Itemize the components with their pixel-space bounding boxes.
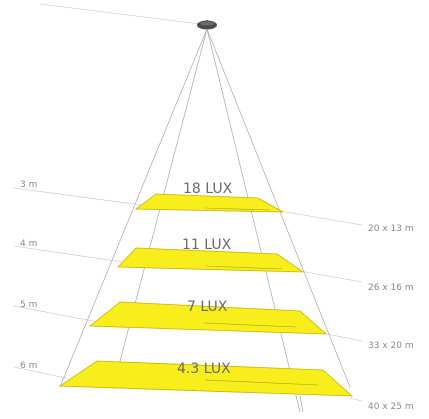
size-label: 26 x 16 m <box>368 283 414 293</box>
height-guide-line <box>13 245 123 263</box>
level-5m: 5 m 7 LUX 33 x 20 m <box>13 299 414 351</box>
lux-label: 7 LUX <box>187 299 228 315</box>
illuminated-plane <box>58 360 354 397</box>
size-label: 40 x 25 m <box>368 402 414 412</box>
size-label: 20 x 13 m <box>368 224 414 234</box>
height-guide-line <box>13 187 143 206</box>
level-6m: 6 m 4.3 LUX 40 x 25 m <box>13 360 414 412</box>
lux-label: 18 LUX <box>183 181 233 197</box>
lux-label: 11 LUX <box>182 237 232 253</box>
ceiling-guide-line <box>39 3 201 25</box>
illuminated-plane <box>134 193 284 213</box>
height-label: 6 m <box>20 361 37 371</box>
height-label: 3 m <box>20 180 37 190</box>
height-label: 5 m <box>20 300 37 310</box>
lux-label: 4.3 LUX <box>177 361 231 377</box>
size-guide-line <box>279 210 363 226</box>
size-label: 33 x 20 m <box>368 341 414 351</box>
size-guide-line <box>321 332 363 342</box>
illuminated-plane <box>117 247 305 273</box>
size-guide-line <box>349 397 363 402</box>
height-guide-line <box>13 305 99 323</box>
ceiling-light-icon <box>197 20 217 30</box>
height-label: 4 m <box>20 239 37 249</box>
light-cone-edges <box>59 28 351 413</box>
cone-lower-edges <box>299 395 304 413</box>
level-4m: 4 m 11 LUX 26 x 16 m <box>13 237 414 293</box>
size-guide-line <box>299 270 363 283</box>
height-guide-line <box>13 366 67 379</box>
level-3m: 3 m 18 LUX 20 x 13 m <box>13 180 414 234</box>
